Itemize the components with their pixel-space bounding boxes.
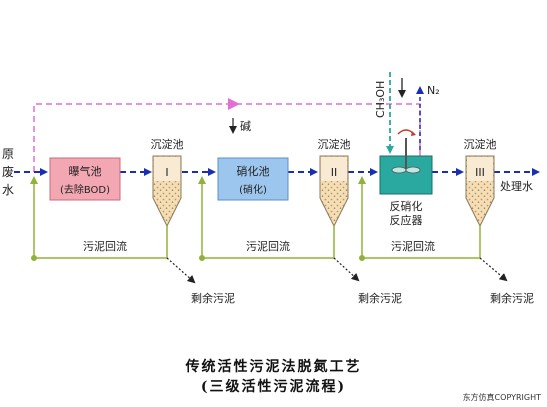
- clarifier-3: 沉淀池 III: [464, 137, 497, 228]
- nitrification-tank: 硝化池 (硝化): [217, 157, 289, 201]
- excess-sludge-1: 剩余污泥: [166, 257, 235, 305]
- clarifier-1-title: 沉淀池: [151, 137, 184, 151]
- influent-char-2: 废: [2, 164, 14, 179]
- excess-sludge-1-label: 剩余污泥: [191, 291, 235, 305]
- excess-sludge-3-label: 剩余污泥: [490, 291, 534, 305]
- denitrification-reactor-line2: 反应器: [390, 213, 423, 227]
- figure-caption-title: 传统活性污泥法脱氮工艺: [185, 359, 362, 375]
- excess-sludge-3: 剩余污泥: [479, 257, 534, 305]
- sludge-return-1-label: 污泥回流: [83, 239, 127, 253]
- clarifier-3-roman: III: [475, 166, 485, 179]
- aeration-tank-function: (去除BOD): [60, 183, 110, 196]
- sludge-return-2-label: 污泥回流: [246, 239, 290, 253]
- clarifier-1: 沉淀池 I: [151, 137, 184, 228]
- nitrogen-label: N₂: [427, 84, 440, 97]
- methanol-dosing: CH₃OH: [374, 72, 406, 154]
- methanol-label: CH₃OH: [374, 81, 387, 118]
- aeration-tank: 曝气池 (去除BOD): [49, 157, 121, 201]
- clarifier-3-title: 沉淀池: [464, 137, 497, 151]
- influent-char-3: 水: [2, 183, 14, 197]
- sludge-return-1: 污泥回流: [30, 176, 168, 261]
- denitrification-reactor-line1: 反硝化: [390, 199, 423, 213]
- clarifier-2-roman: II: [331, 166, 338, 179]
- alkali-dosing: 碱: [229, 118, 251, 134]
- effluent-label: 处理水: [500, 180, 533, 193]
- sludge-return-3-label: 污泥回流: [391, 239, 435, 253]
- aeration-tank-name: 曝气池: [69, 164, 102, 178]
- influent-char-1: 原: [2, 147, 14, 161]
- sludge-return-3: 污泥回流: [358, 176, 481, 261]
- nitrification-tank-name: 硝化池: [237, 164, 270, 178]
- sludge-return-2: 污泥回流: [198, 176, 335, 261]
- excess-sludge-2: 剩余污泥: [333, 257, 402, 305]
- denitrification-reactor: 反硝化 反应器: [379, 129, 433, 227]
- nitrification-tank-function: (硝化): [239, 183, 267, 196]
- figure-caption-subtitle: (三级活性污泥流程): [200, 379, 347, 395]
- alkali-label: 碱: [240, 120, 251, 133]
- clarifier-2: 沉淀池 II: [318, 137, 351, 228]
- copyright-watermark: 东方仿真COPYRIGHT: [462, 393, 541, 402]
- nitrogen-release: N₂: [416, 84, 440, 150]
- clarifier-1-roman: I: [165, 166, 168, 179]
- excess-sludge-2-label: 剩余污泥: [358, 291, 402, 305]
- clarifier-2-title: 沉淀池: [318, 137, 351, 151]
